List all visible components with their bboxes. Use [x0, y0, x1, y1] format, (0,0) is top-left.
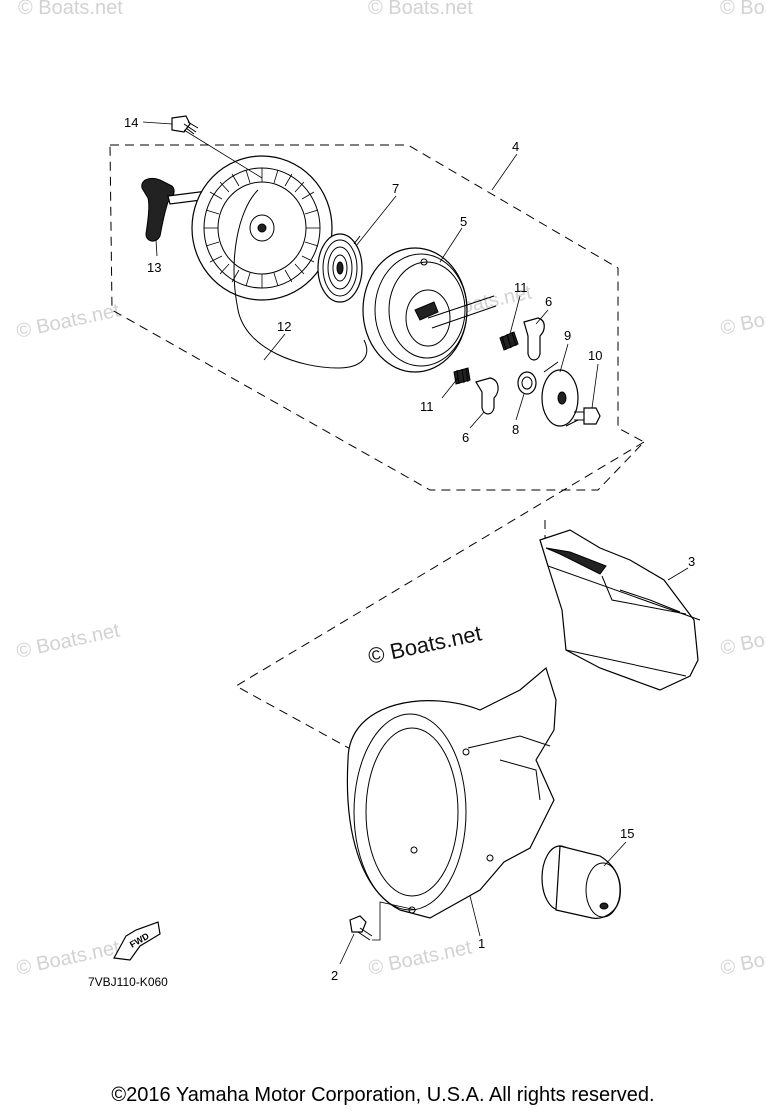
leader-lines — [142, 121, 689, 965]
bolt-14 — [171, 115, 199, 135]
watermark: © Boats.net — [720, 0, 766, 19]
washer-8 — [517, 371, 537, 395]
diagram-part-code: 7VBJ110-K060 — [88, 975, 168, 989]
callout-14: 14 — [124, 115, 138, 130]
sheave-drum — [362, 247, 497, 373]
starter-rope — [233, 189, 368, 369]
starter-housing — [191, 155, 333, 301]
callout-9: 9 — [564, 328, 571, 343]
callout-12: 12 — [277, 319, 291, 334]
callout-5: 5 — [460, 214, 467, 229]
center-watermark: © Boats.net — [366, 620, 484, 668]
air-duct-3 — [539, 529, 701, 691]
callout-7: 7 — [392, 181, 399, 196]
friction-plate-9 — [541, 361, 579, 427]
callout-3: 3 — [688, 554, 695, 569]
watermark: © Boats.net — [718, 296, 766, 339]
fan-cover-1 — [346, 666, 557, 919]
callout-15: 15 — [620, 826, 634, 841]
assembly-outline — [109, 144, 645, 491]
ratchet-6-lower — [475, 377, 499, 415]
alignment-line — [234, 441, 645, 753]
callout-6-lower: 6 — [462, 430, 469, 445]
callout-8: 8 — [512, 422, 519, 437]
callout-11-upper: 11 — [514, 280, 528, 295]
watermark: © Boats.net — [14, 299, 122, 342]
spring-11-upper — [499, 331, 519, 351]
screw-2 — [349, 915, 373, 941]
recoil-spring — [317, 233, 363, 303]
callout-10: 10 — [588, 348, 602, 363]
watermark: © Boats.net — [718, 616, 766, 659]
callout-4: 4 — [512, 139, 519, 154]
callout-13: 13 — [147, 260, 161, 275]
bolt-10 — [574, 407, 601, 425]
watermark: © Boats.net — [18, 0, 123, 19]
watermark: © Boats.net — [14, 936, 122, 979]
spring-11-lower — [453, 367, 471, 385]
callout-6-upper: 6 — [545, 294, 552, 309]
callout-1: 1 — [478, 936, 485, 951]
watermark: © Boats.net — [368, 0, 473, 19]
copyright-notice: ©2016 Yamaha Motor Corporation, U.S.A. A… — [111, 1084, 655, 1106]
watermark: © Boats.net — [366, 936, 474, 979]
watermark: © Boats.net — [718, 936, 766, 979]
callout-11-lower: 11 — [420, 399, 434, 414]
callout-labels: 14 4 7 5 13 12 11 6 9 10 11 8 6 3 15 1 2 — [124, 115, 695, 983]
fwd-arrow-icon: FWD — [113, 921, 161, 961]
cap-15 — [541, 845, 621, 919]
callout-2: 2 — [331, 968, 338, 983]
ratchet-6-upper — [523, 317, 545, 361]
watermark: © Boats.net — [14, 619, 122, 662]
